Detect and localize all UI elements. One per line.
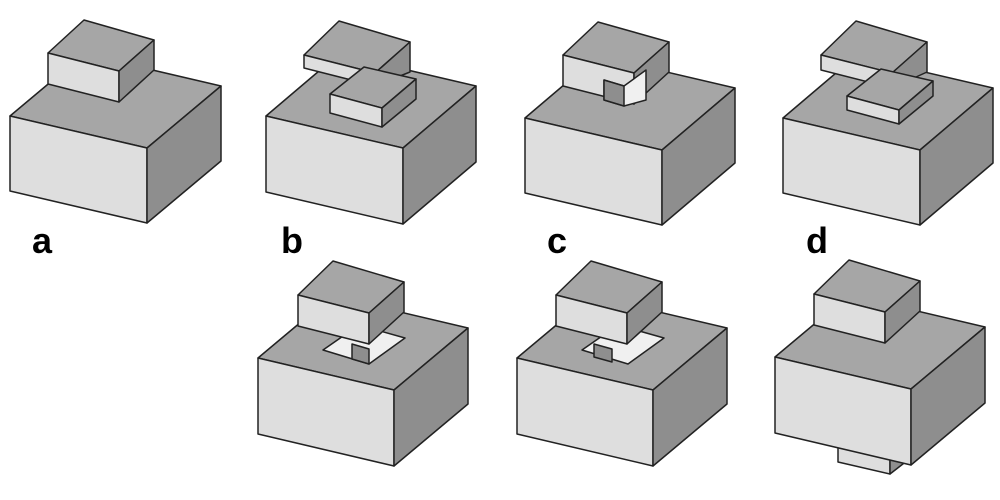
block-assembly-d-top — [782, 20, 994, 226]
block-assembly-a — [9, 19, 222, 224]
block-assembly-b-bottom — [257, 260, 469, 467]
post-b-bottom — [351, 343, 370, 365]
block-assembly-c-bottom — [516, 260, 728, 467]
block-assembly-c-top — [524, 21, 736, 226]
top-block-c-bottom — [555, 260, 663, 345]
top-block-a — [47, 19, 155, 103]
lower-block-d-top — [846, 68, 934, 125]
block-assembly-b-top — [265, 20, 477, 225]
label-c: c — [547, 220, 567, 261]
block-assembly-d-bottom — [774, 259, 986, 475]
label-a: a — [32, 220, 53, 261]
lower-block-b-top — [329, 66, 417, 128]
top-block-c-top — [562, 21, 670, 107]
top-block-d-bottom — [813, 259, 921, 344]
label-d: d — [806, 220, 828, 261]
top-block-b-bottom — [297, 260, 405, 345]
post-c-bottom — [593, 343, 613, 363]
label-b: b — [281, 220, 303, 261]
